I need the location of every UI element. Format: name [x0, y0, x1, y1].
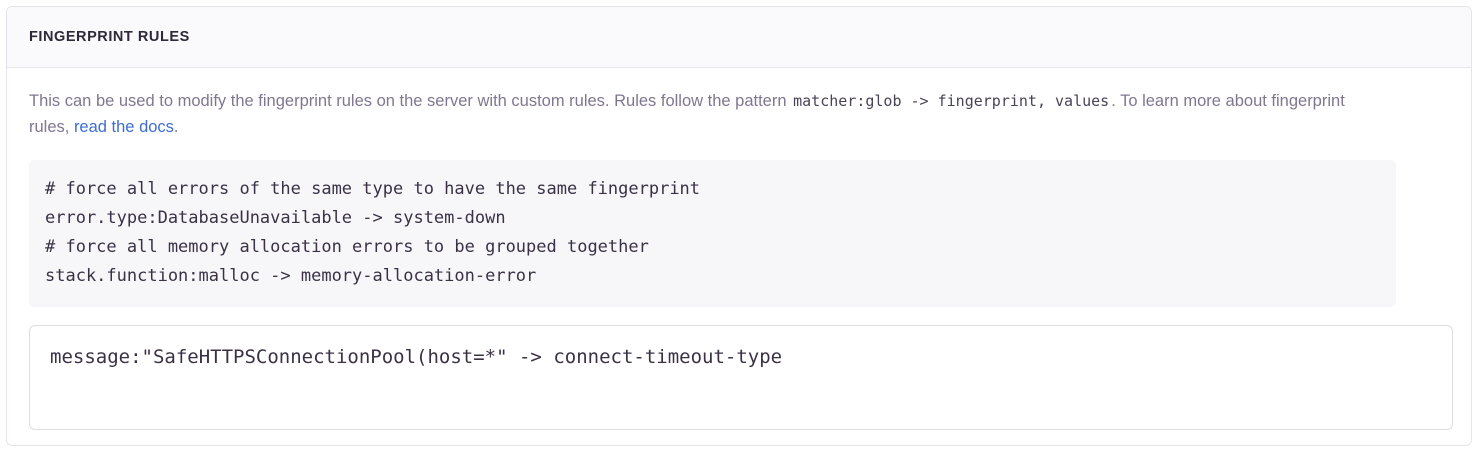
description-text: This can be used to modify the fingerpri… [29, 88, 1389, 140]
example-rules-code-block: # force all errors of the same type to h… [29, 160, 1396, 307]
panel-title: FINGERPRINT RULES [29, 28, 190, 45]
inline-code-pattern: matcher:glob -> fingerprint, values [793, 92, 1110, 110]
panel-header: FINGERPRINT RULES [7, 7, 1471, 68]
read-the-docs-link[interactable]: read the docs [73, 118, 174, 136]
panel-body: This can be used to modify the fingerpri… [7, 68, 1471, 430]
fingerprint-rules-panel: FINGERPRINT RULES This can be used to mo… [6, 6, 1472, 446]
description-text-before: This can be used to modify the fingerpri… [29, 92, 792, 110]
description-text-after: . To learn more about fingerprint rules, [29, 92, 1345, 136]
fingerprint-rules-input[interactable] [29, 325, 1453, 430]
description-text-end: . [173, 118, 179, 136]
